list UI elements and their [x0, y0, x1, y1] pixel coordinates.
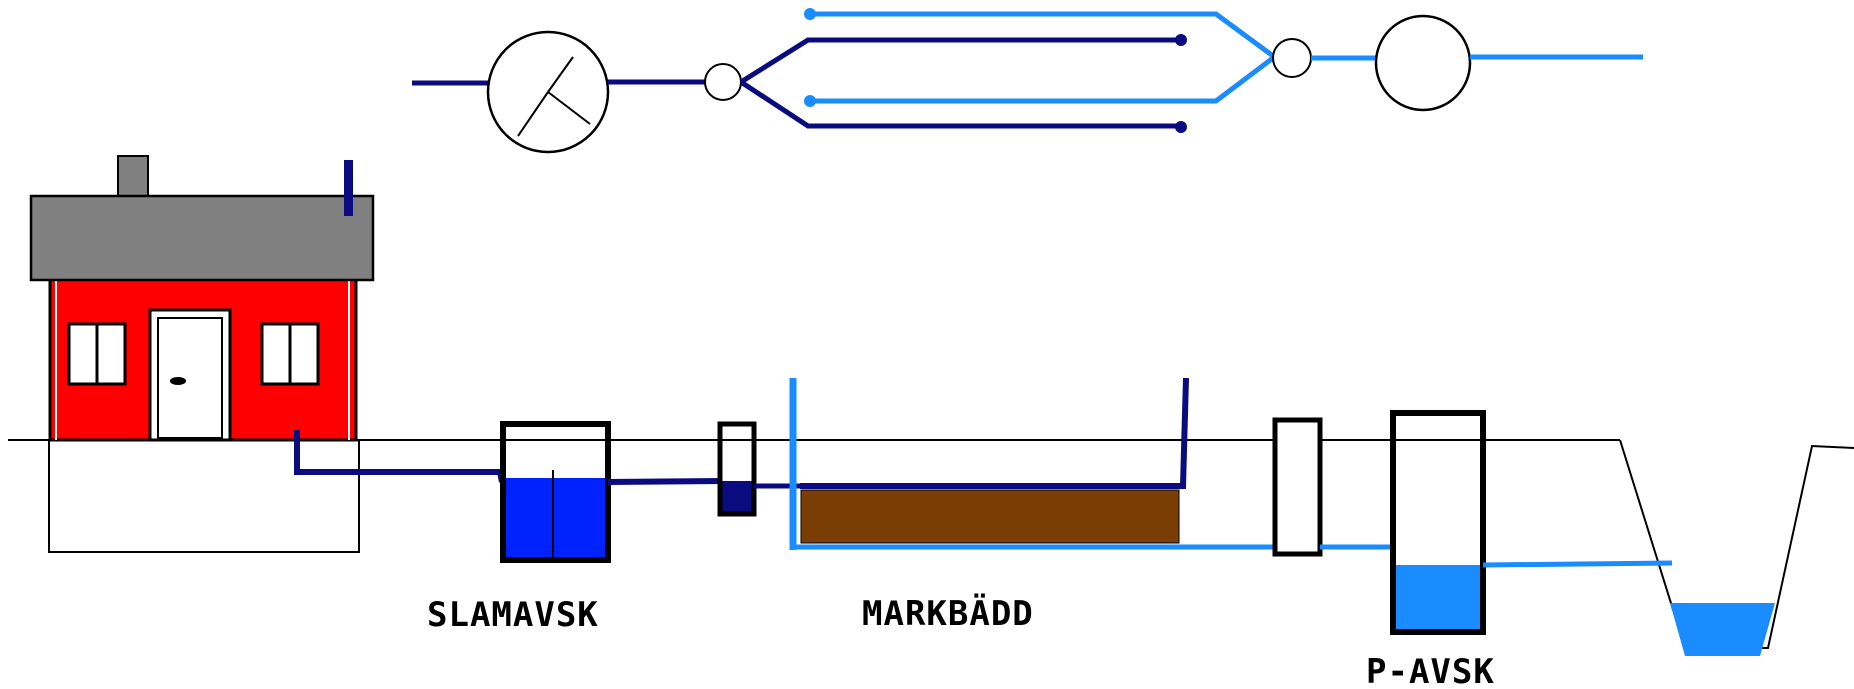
distribution-well [717, 421, 757, 517]
roof [29, 194, 375, 282]
phosphorus-trap-label: P-AVSK [1366, 652, 1495, 689]
spreader-pipe-upper [739, 37, 1180, 85]
distribution-well-body [717, 421, 757, 517]
window-right [260, 322, 320, 386]
pipe-septic-to-well [607, 478, 723, 485]
phosphorus-trap-water [1394, 565, 1482, 631]
septic-tank-symbol [486, 30, 610, 154]
vent-pipe [344, 160, 353, 216]
outlet-pipe-to-ditch [1482, 560, 1673, 568]
house [29, 155, 375, 553]
septic-tank-body [500, 421, 611, 563]
soil-bed-label: MARKBÄDD [862, 593, 1034, 634]
distribution-well-symbol [704, 63, 742, 101]
house-foundation [48, 439, 360, 553]
spreader-pipe-lower [739, 79, 1180, 129]
collection-well-symbol [1272, 38, 1312, 78]
soil-bed-fill [800, 489, 1180, 544]
spreader-pipe [800, 377, 1189, 489]
collector-pipe-upper [810, 11, 1275, 59]
soil-bed [789, 377, 1275, 550]
ditch-water [1670, 603, 1775, 656]
door-handle [170, 377, 186, 385]
ditch-profile [1619, 439, 1854, 649]
flow-schematic [412, 8, 1643, 154]
front-door [148, 308, 232, 442]
distribution-well-water [722, 481, 752, 513]
window-left [67, 322, 127, 386]
septic-tank-water [505, 478, 606, 558]
phosphorus-trap-symbol [1374, 14, 1472, 112]
phosphorus-trap-body [1390, 410, 1486, 635]
collector-pipe-lower [810, 56, 1275, 104]
septic-tank-label: SLAMAVSK [427, 595, 599, 635]
phosphorus-trap [1390, 410, 1486, 635]
collection-well [1272, 417, 1323, 557]
septic-tank [500, 421, 611, 563]
